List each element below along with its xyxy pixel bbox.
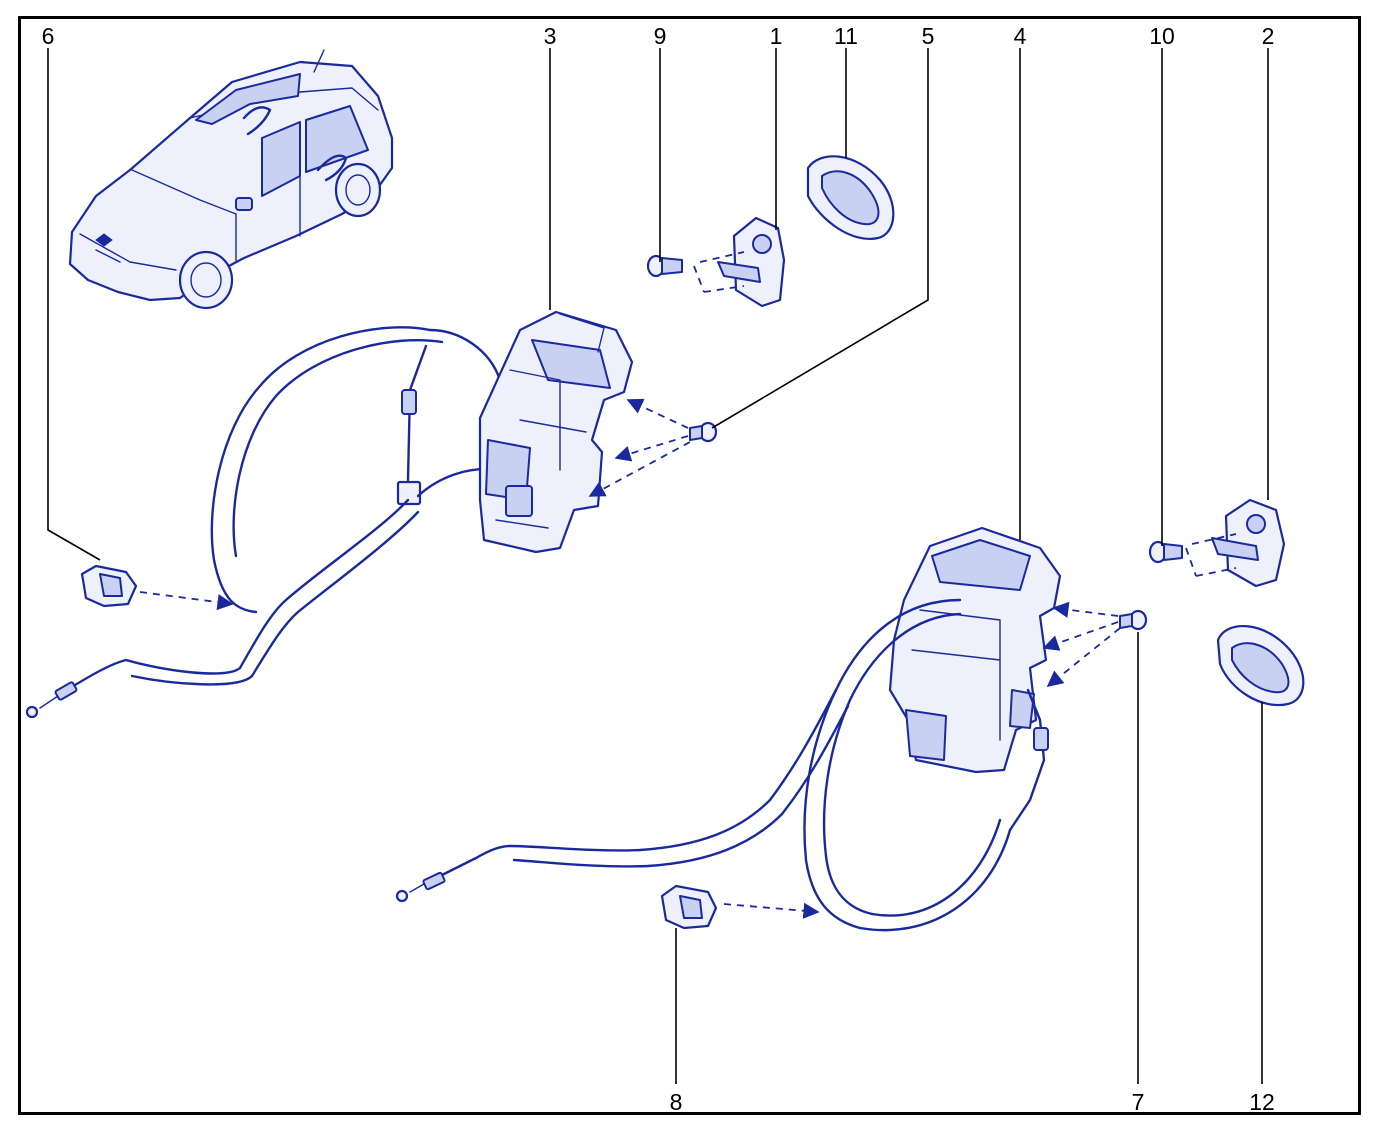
arrow-8 [723,902,820,919]
callout-10: 10 [1149,23,1175,49]
leader-6 [47,48,101,561]
callout-9: 9 [654,23,667,49]
arrow-5-a [626,398,689,429]
screw-10 [1148,540,1183,564]
callout-4: 4 [1014,23,1027,49]
bolt-7 [1119,609,1148,631]
door-lock-3 [25,310,634,719]
arrow-7-b [1042,621,1119,651]
arrow-6 [139,591,234,611]
callout-11: 11 [834,23,858,49]
callout-3: 3 [544,23,557,49]
callout-12: 12 [1249,1089,1275,1115]
arrow-7-c [1046,627,1121,688]
callout-6: 6 [42,23,55,49]
cover-11 [806,155,895,241]
callout-5: 5 [922,23,935,49]
arrow-7-a [1052,601,1119,618]
leader-5 [711,48,929,429]
vehicle-illustration [68,49,394,310]
bolt-5 [689,421,718,443]
striker-1 [693,216,786,308]
cover-12 [1216,625,1305,707]
leader-lines [47,48,1269,1084]
striker-2 [1185,498,1286,588]
callout-7: 7 [1132,1089,1145,1115]
callout-8: 8 [670,1089,683,1115]
callout-2: 2 [1262,23,1275,49]
clip-6 [80,564,138,608]
screw-9 [646,254,683,278]
arrow-5-c [588,441,691,497]
door-lock-4 [395,526,1062,932]
clip-8 [660,884,718,930]
callout-1: 1 [770,23,783,49]
arrow-5-b [614,435,689,462]
